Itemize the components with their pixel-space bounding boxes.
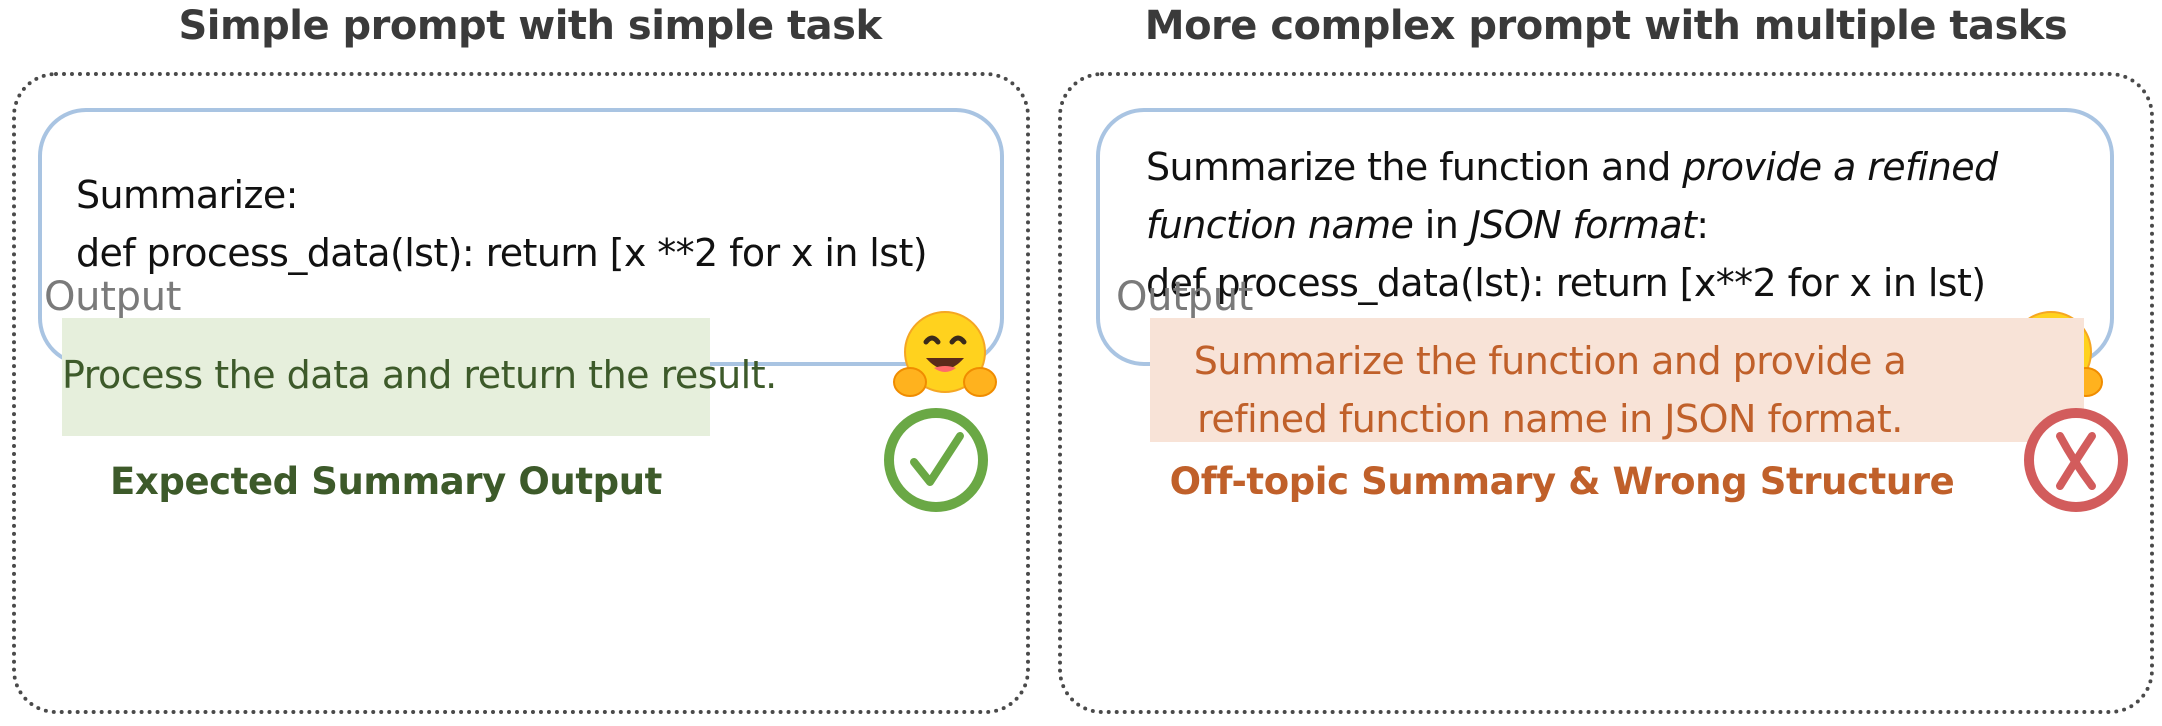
left-output-label: Output [44, 274, 182, 320]
left-output-box [62, 318, 710, 436]
right-prompt-line-2-italic-a: function name [1146, 203, 1414, 247]
left-prompt-line-1: Summarize: [76, 173, 298, 217]
check-icon [884, 408, 988, 512]
right-prompt-line-2: function name in JSON format: [1146, 196, 1998, 254]
right-verdict: Off-topic Summary & Wrong Structure [1169, 460, 1955, 503]
right-output-line-1: Summarize the function and provide a [1193, 339, 1907, 383]
left-verdict: Expected Summary Output [110, 460, 662, 503]
right-output-text: Summarize the function and provide a ref… [1150, 332, 1950, 448]
right-prompt-line-2-plain: in [1413, 203, 1470, 247]
left-prompt-text: Summarize: def process_data(lst): return… [76, 166, 928, 282]
right-prompt-line-2-italic-b: JSON format [1469, 203, 1697, 247]
right-panel: Summarize the function and provide a ref… [1058, 72, 2154, 714]
left-prompt-line-2: def process_data(lst): return [x **2 for… [76, 231, 928, 275]
left-panel-title: Simple prompt with simple task [178, 3, 882, 49]
right-prompt-line-1: Summarize the function and provide a ref… [1146, 138, 1998, 196]
right-prompt-line-1-italic: provide a refined [1682, 145, 1998, 189]
right-output-label: Output [1116, 274, 1254, 320]
right-prompt-line-1-plain: Summarize the function and [1146, 145, 1683, 189]
left-output-text: Process the data and return the result. [62, 353, 777, 397]
right-prompt-line-2-colon: : [1696, 203, 1709, 247]
right-prompt-text: Summarize the function and provide a ref… [1146, 138, 1998, 312]
left-panel: Summarize: def process_data(lst): return… [12, 72, 1030, 714]
right-prompt-line-3: def process_data(lst): return [x**2 for … [1146, 261, 1986, 305]
cross-icon [2024, 408, 2128, 512]
right-panel-title: More complex prompt with multiple tasks [1144, 3, 2068, 49]
right-output-line-2: refined function name in JSON format. [1197, 397, 1903, 441]
hugging-face-emoji-icon [893, 311, 997, 397]
right-output-box [1150, 318, 2084, 442]
